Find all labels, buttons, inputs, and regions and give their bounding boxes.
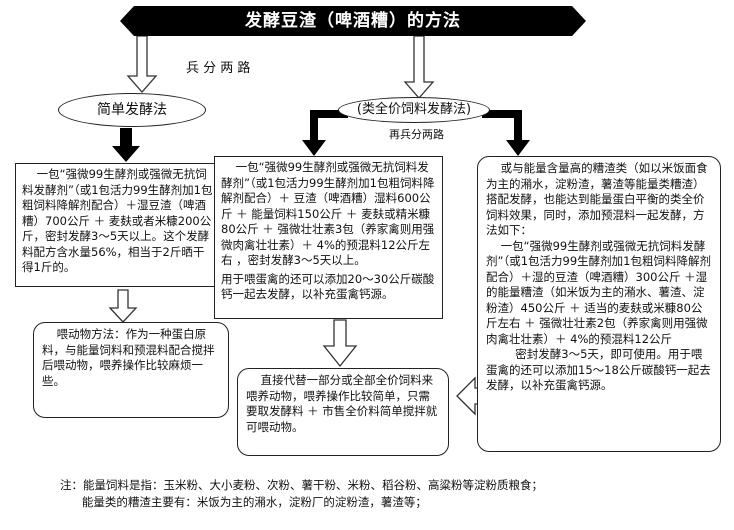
left-feeding-box: 喂动物方法：作为一种蛋白原料，与能量饲料和预混料配合搅拌后喂动物，喂养操作比较麻… [33, 322, 229, 418]
solid-elbow-arrow-right [482, 110, 530, 156]
right-recipe-box: 或与能量含量高的糟渣类（如以米饭面食为主的潲水，淀粉渣，薯渣等能量类糟渣）搭配发… [477, 156, 721, 452]
right-recipe-intro: 或与能量含量高的糟渣类（如以米饭面食为主的潲水，淀粉渣，薯渣等能量类糟渣）搭配发… [486, 161, 708, 237]
split-again-label: 再兵分两路 [389, 128, 444, 141]
solid-elbow-arrow-mid [302, 110, 348, 156]
middle-recipe-box: 一包“强微99生酵剂或强微无抗饲料发酵剂”（或1包活力99生酵剂加1包粗饲料降解… [214, 156, 443, 319]
right-recipe-end: 密封发酵3～5天，即可使用。用于喂蛋禽的还可以添加15～18公斤碳酸钙一起去发酵… [486, 347, 711, 392]
hollow-arrow-right [403, 35, 435, 99]
page-title: 发酵豆渣（啤酒糟）的方法 [120, 6, 586, 36]
hollow-arrow-mid-feed [322, 319, 358, 368]
simple-method-ellipse: 简单发酵法 [58, 93, 206, 127]
middle-recipe-note: 用于喂蛋禽的还可以添加20～30公斤碳酸钙一起去发酵，以补充蛋禽钙源。 [221, 271, 435, 302]
middle-recipe-text: 一包“强微99生酵剂或强微无抗饲料发酵剂”（或1包活力99生酵剂加1包粗饲料降解… [221, 160, 435, 267]
hollow-arrow-left-feed [108, 289, 138, 323]
simple-method-label: 简单发酵法 [97, 102, 167, 118]
footnote-energy-feed: 注：能量饲料是指：玉米粉、大小麦粉、次粉、薯干粉、米粉、稻谷粉、高粱粉等淀粉质粮… [60, 478, 543, 492]
hollow-arrow-left [126, 35, 158, 93]
full-method-label: (类全价饲料发酵法) [356, 102, 472, 117]
full-method-ellipse: (类全价饲料发酵法) [338, 97, 490, 123]
solid-arrow-left-down [112, 128, 140, 162]
direct-feeding-box: 直接代替一部分或全部全价饲料来喂养动物，喂养操作比较简单，只需要取发酵料 ＋ 市… [237, 368, 449, 456]
split-label: 兵 分 两 路 [186, 61, 251, 76]
right-recipe-formula: 一包“强微99生酵剂或强微无抗饲料发酵剂”（或1包活力99生酵剂加1包粗饲料降解… [486, 238, 711, 346]
footnote-energy-residue: 能量类的糟渣主要有：米饭为主的潲水，淀粉厂的淀粉渣，薯渣等； [60, 495, 427, 509]
left-recipe-box: 一包“强微99生酵剂或强微无抗饲料发酵剂”（或1包活力99生酵剂加1包粗饲料降解… [15, 163, 220, 287]
